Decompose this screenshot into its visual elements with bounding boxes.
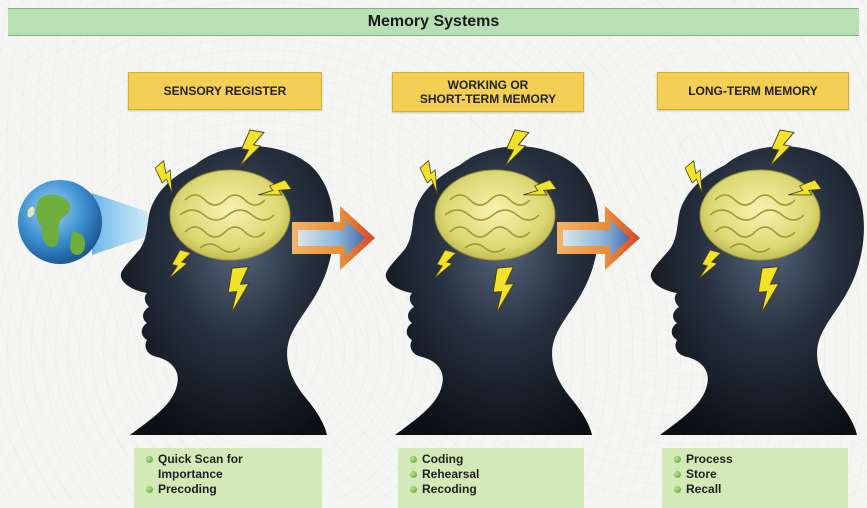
process-list-sensory: Quick Scan for Importance Precoding	[134, 448, 322, 508]
stage-label-text: WORKING OR	[448, 78, 529, 92]
list-item-text: Quick Scan for	[158, 452, 243, 466]
process-list-long-term: Process Store Recall	[662, 448, 848, 508]
brain-icon	[435, 170, 555, 260]
brain-icon	[700, 170, 820, 260]
bullet-icon	[410, 456, 417, 463]
list-item-text: Coding	[422, 452, 463, 466]
list-item-text: Recoding	[422, 482, 477, 496]
list-item: Recoding	[410, 482, 572, 497]
bullet-icon	[410, 471, 417, 478]
globe-icon	[18, 180, 148, 264]
list-item-text: Precoding	[158, 482, 217, 496]
bullet-icon	[674, 471, 681, 478]
list-item: Process	[674, 452, 836, 467]
list-item: Precoding	[146, 482, 310, 497]
list-item-text: Store	[686, 467, 717, 481]
stage-label-text: SHORT-TERM MEMORY	[420, 92, 556, 106]
list-item: Recall	[674, 482, 836, 497]
bullet-icon	[674, 486, 681, 493]
list-item-text: Recall	[686, 482, 721, 496]
list-item: Rehearsal	[410, 467, 572, 482]
bullet-icon	[674, 456, 681, 463]
stage-label-long-term-memory: LONG-TERM MEMORY	[657, 72, 849, 110]
list-item-text: Rehearsal	[422, 467, 479, 481]
list-item-text: Process	[686, 452, 733, 466]
bullet-icon	[410, 486, 417, 493]
list-item: Coding	[410, 452, 572, 467]
bullet-icon	[146, 456, 153, 463]
stage-label-text: LONG-TERM MEMORY	[688, 84, 818, 98]
stage-label-text: SENSORY REGISTER	[164, 84, 287, 98]
list-item-continuation: Importance	[146, 467, 310, 482]
brain-icon	[170, 170, 290, 260]
stage-label-sensory-register: SENSORY REGISTER	[128, 72, 322, 110]
list-item-text: Importance	[158, 467, 223, 481]
list-item: Quick Scan for	[146, 452, 310, 467]
bullet-icon	[146, 486, 153, 493]
list-item: Store	[674, 467, 836, 482]
stage-label-working-memory: WORKING OR SHORT-TERM MEMORY	[392, 72, 584, 112]
process-list-working: Coding Rehearsal Recoding	[398, 448, 584, 508]
